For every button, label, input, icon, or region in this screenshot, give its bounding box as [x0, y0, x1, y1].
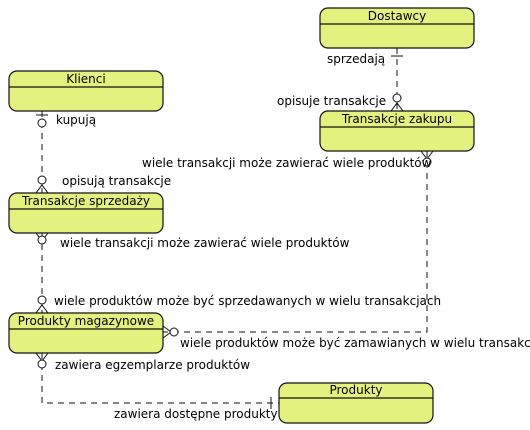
- entity-dostawcy[interactable]: Dostawcy: [319, 7, 475, 49]
- entity-produkty-title: Produkty: [329, 383, 382, 397]
- label-wiele-produktow-zamawianych: wiele produktów może być zamawianych w w…: [180, 336, 530, 350]
- label-wiele-produktow-sprzedawanych: wiele produktów może być sprzedawanych w…: [54, 294, 441, 308]
- entity-transakcje-sprzedazy[interactable]: Transakcje sprzedaży: [8, 192, 164, 234]
- magazynowe-bottom-many-marker: [35, 352, 49, 369]
- label-sprzedaja: sprzedają: [327, 52, 385, 66]
- entity-transakcje-zakupu-title: Transakcje zakupu: [341, 112, 452, 126]
- entity-transakcje-zakupu[interactable]: Transakcje zakupu: [319, 110, 475, 152]
- label-zawiera-dostepne: zawiera dostępne produkty: [114, 407, 278, 421]
- entity-klienci[interactable]: Klienci: [8, 70, 164, 112]
- rel-zakup-produkty-magazynowe: [163, 151, 428, 333]
- magazynowe-right-many-marker: [162, 325, 179, 339]
- zakup-top-many-marker: [390, 93, 404, 112]
- rel-magazynowe-produkty: [41, 353, 279, 404]
- label-kupuja: kupują: [56, 113, 96, 127]
- label-opisuje-transakcje: opisuje transakcje: [277, 94, 386, 108]
- label-zawiera-egzemplarze: zawiera egzemplarze produktów: [55, 358, 250, 372]
- entity-dostawcy-title: Dostawcy: [368, 9, 426, 23]
- entity-transakcje-sprzedazy-title: Transakcje sprzedaży: [21, 194, 150, 208]
- sprzedaz-top-many-marker: [35, 175, 49, 194]
- label-wiele-transakcji-zakup: wiele transakcji może zawierać wiele pro…: [142, 156, 432, 170]
- klienci-one-marker: [36, 114, 48, 128]
- entity-produkty-magazynowe[interactable]: Produkty magazynowe: [8, 312, 164, 354]
- entity-produkty[interactable]: Produkty: [278, 382, 434, 424]
- label-wiele-transakcji-sprzedaz: wiele transakcji może zawierać wiele pro…: [60, 236, 350, 250]
- entity-produkty-magazynowe-title: Produkty magazynowe: [18, 314, 154, 328]
- magazynowe-top-many-marker: [35, 295, 49, 314]
- label-opisuja-transakcje: opisują transakcje: [62, 174, 171, 188]
- zakup-bottom-many-marker: [420, 150, 434, 167]
- entity-klienci-title: Klienci: [66, 72, 105, 86]
- sprzedaz-bottom-many-marker: [35, 232, 49, 245]
